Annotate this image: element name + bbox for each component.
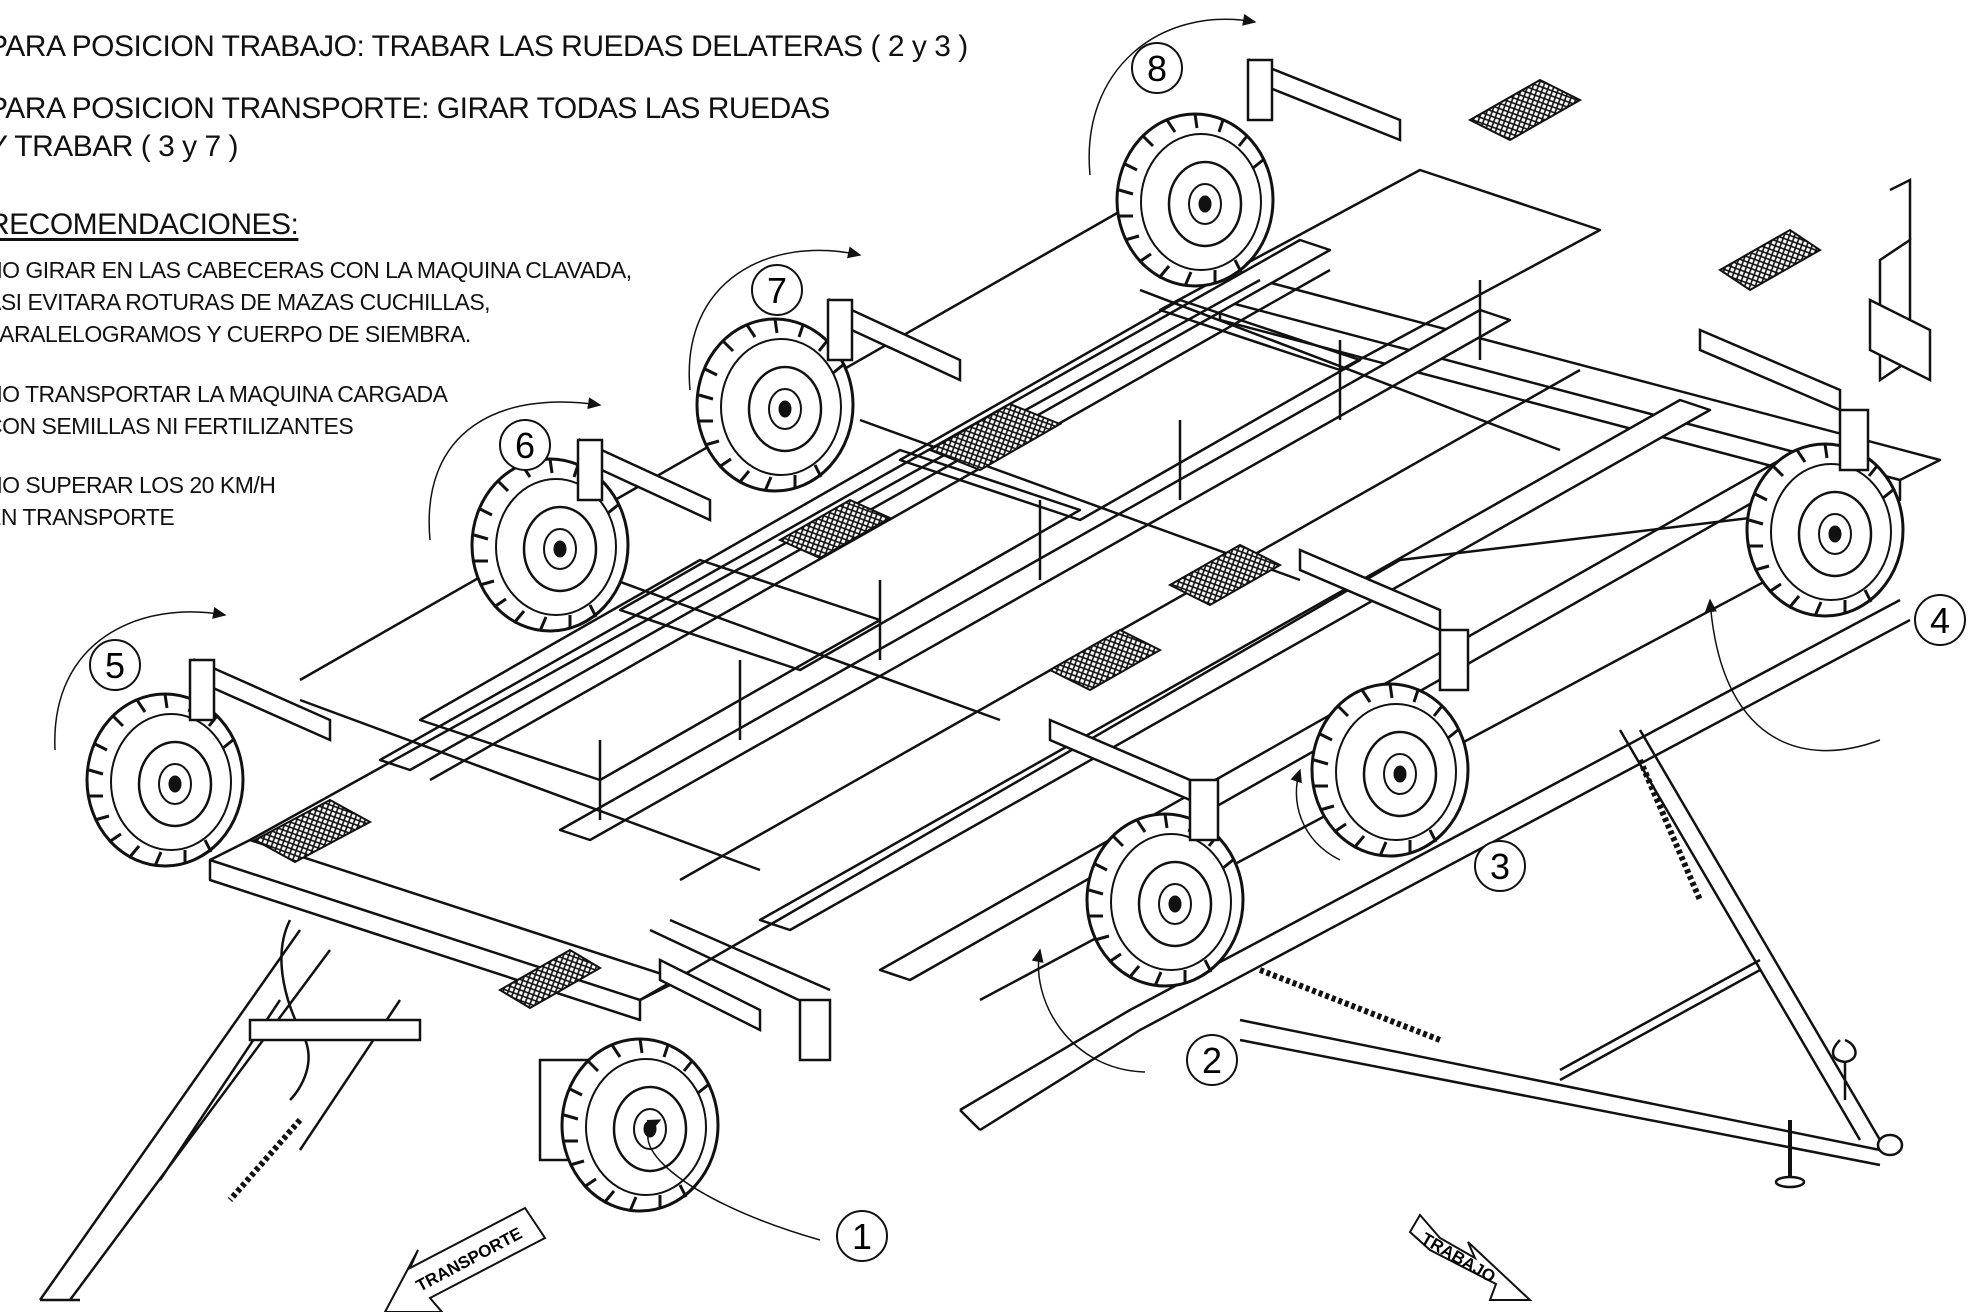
recommendation-3-line2: EN TRANSPORTE (0, 504, 175, 530)
wheel-label-4: 4 (1914, 594, 1966, 646)
rotation-arrow-8 (1088, 13, 1257, 176)
svg-text:1: 1 (852, 1216, 872, 1257)
wheel-label-3: 3 (1474, 840, 1526, 892)
recommendation-2-line2: CON SEMILLAS NI FERTILIZANTES (0, 413, 354, 439)
wheel-label-2: 2 (1186, 1034, 1238, 1086)
svg-text:5: 5 (105, 645, 125, 686)
rear-post (1868, 177, 1932, 383)
rotation-arrow-2 (1031, 948, 1146, 1073)
wheel-label-7: 7 (751, 264, 803, 316)
wheel-label-5: 5 (89, 639, 141, 691)
wheel-4-drawing (1745, 442, 1905, 618)
rotation-arrow-1 (646, 1119, 821, 1241)
svg-text:3: 3 (1490, 846, 1510, 887)
work-direction-arrow: TRABAJO (1408, 1213, 1533, 1301)
transport-direction-arrow: TRANSPORTE (383, 1206, 547, 1312)
rotation-arrows (54, 13, 1881, 1241)
wheel-label-1: 1 (836, 1210, 888, 1262)
wheel-8-drawing (1115, 112, 1275, 288)
main-frame (208, 168, 1942, 1132)
recommendation-1-line2: ASI EVITARA ROTURAS DE MAZAS CUCHILLAS, (0, 289, 491, 315)
wheel-label-6: 6 (499, 419, 551, 471)
wheel-label-8: 8 (1131, 42, 1183, 94)
rotation-arrow-7 (688, 246, 862, 391)
recommendations-heading: RECOMENDACIONES: (0, 208, 299, 241)
wheel-6-drawing (470, 457, 630, 633)
mesh-steps (252, 78, 1822, 1010)
svg-text:8: 8 (1147, 48, 1167, 89)
wheels (85, 112, 1905, 1213)
rotation-arrow-5 (54, 607, 227, 751)
recommendation-2-line1: NO TRANSPORTAR LA MAQUINA CARGADA (0, 381, 448, 407)
svg-text:7: 7 (767, 270, 787, 311)
wheel-5-drawing (85, 692, 245, 868)
wheel-1-drawing (560, 1037, 720, 1213)
transport-position-instruction-line1: PARA POSICION TRANSPORTE: GIRAR TODAS LA… (0, 92, 830, 125)
rotation-arrow-6 (428, 397, 602, 541)
transport-position-instruction-line2: Y TRABAR ( 3 y 7 ) (0, 130, 238, 163)
work-hitch (1239, 729, 1904, 1189)
recommendation-1-line3: PARALELOGRAMOS Y CUERPO DE SIEMBRA. (0, 321, 471, 347)
svg-text:2: 2 (1202, 1040, 1222, 1081)
work-position-instruction: PARA POSICION TRABAJO: TRABAR LAS RUEDAS… (0, 30, 968, 63)
recommendation-1-line1: NO GIRAR EN LAS CABECERAS CON LA MAQUINA… (0, 257, 632, 283)
wheel-3-drawing (1310, 682, 1470, 858)
recommendation-3-line1: NO SUPERAR LOS 20 KM/H (0, 472, 276, 498)
svg-text:4: 4 (1930, 600, 1950, 641)
wheel-labels: 1 2 3 4 5 6 7 8 (89, 42, 1966, 1262)
rotation-arrow-3 (1290, 768, 1341, 861)
svg-text:TRABAJO: TRABAJO (1418, 1229, 1499, 1287)
svg-text:6: 6 (515, 425, 535, 466)
caster-arms (188, 58, 1870, 1062)
wheel-2-drawing (1085, 812, 1245, 988)
rotation-arrow-4 (1704, 598, 1881, 752)
